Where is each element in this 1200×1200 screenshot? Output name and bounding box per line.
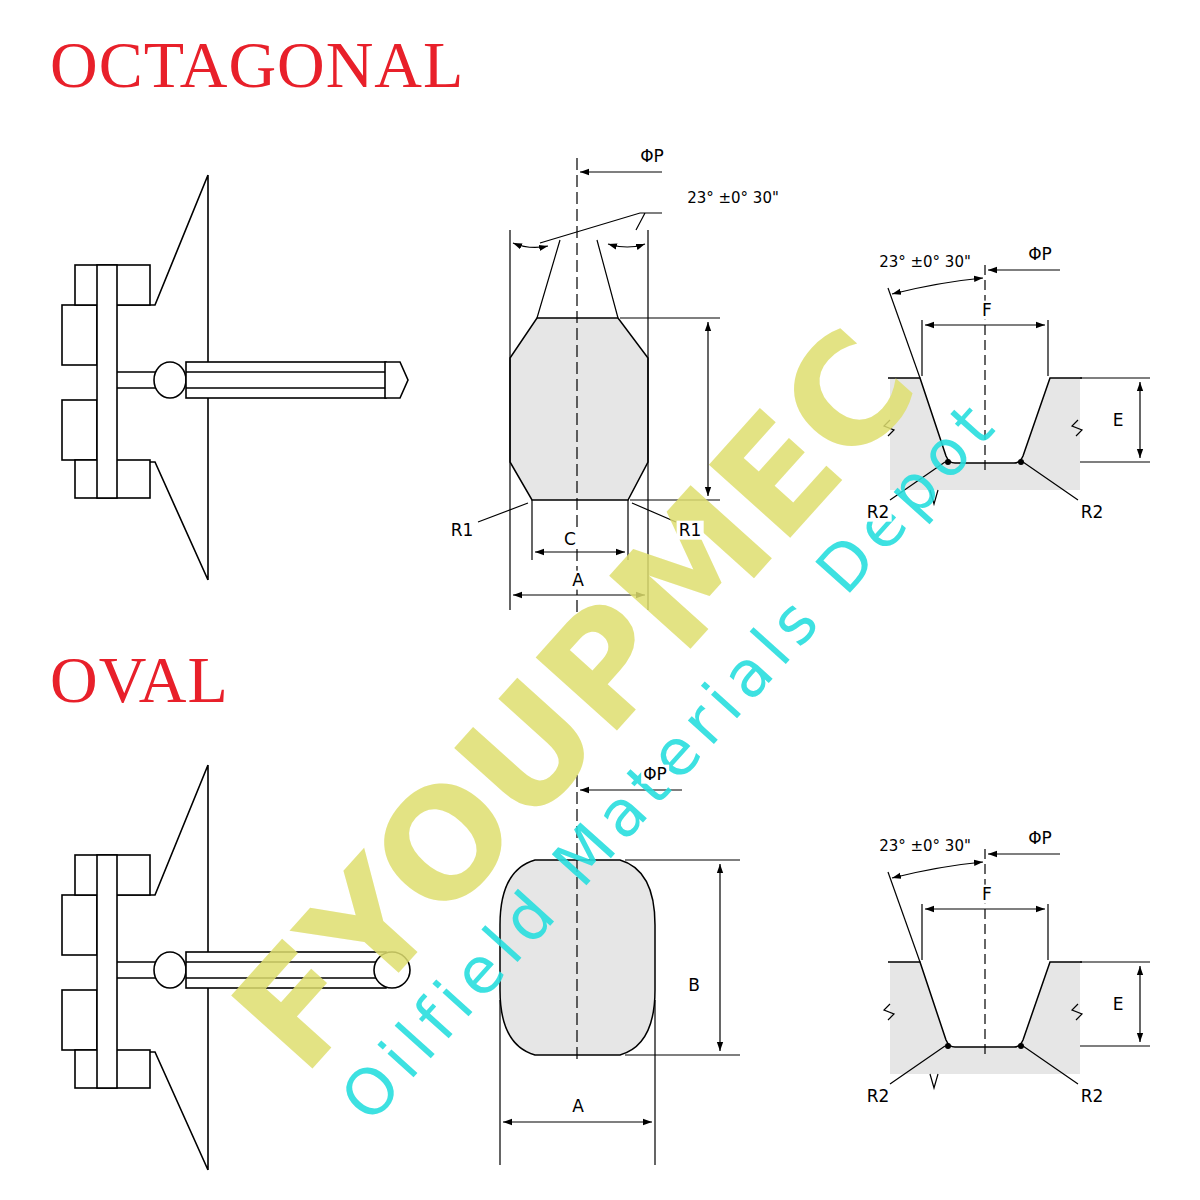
diameter-label: ΦP [641, 765, 669, 784]
angle-label: 23° ±0° 30" [877, 838, 973, 855]
angle-label: 23° ±0° 30" [877, 254, 973, 271]
radius-label: R2 [865, 1087, 892, 1106]
radius-label: R2 [1079, 1087, 1106, 1106]
dimension-label: C [562, 530, 578, 549]
diameter-label: ΦP [1026, 245, 1054, 264]
diameter-label: ΦP [638, 147, 666, 166]
radius-label: R1 [677, 521, 704, 540]
radius-label: R2 [1079, 503, 1106, 522]
dimension-label: E [1111, 411, 1126, 430]
radius-label: R2 [865, 503, 892, 522]
section-heading: OVAL [50, 644, 229, 717]
dimension-label: A [570, 1097, 586, 1116]
dimension-label: E [1111, 995, 1126, 1014]
dimension-label: B [686, 976, 702, 995]
diameter-label: ΦP [1026, 829, 1054, 848]
dimension-label: F [980, 885, 994, 904]
angle-label: 23° ±0° 30" [685, 190, 781, 207]
section-heading: OCTAGONAL [50, 29, 464, 102]
dimension-label: F [980, 301, 994, 320]
radius-label: R1 [449, 521, 476, 540]
dimension-label: A [570, 571, 586, 590]
